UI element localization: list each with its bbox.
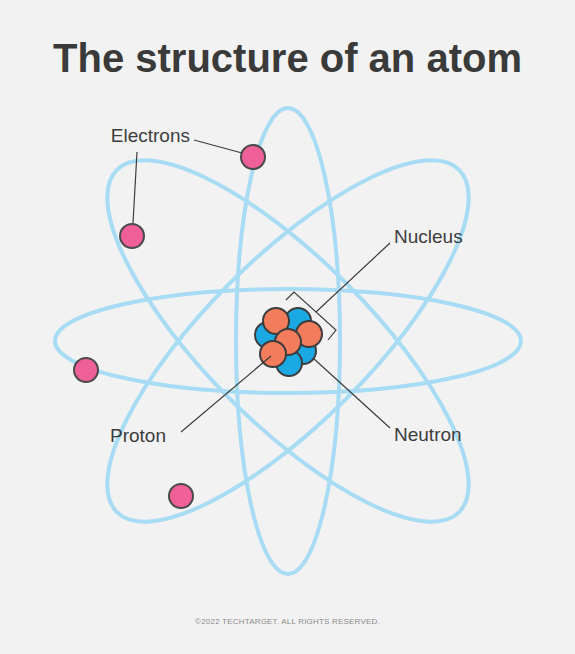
orbit [59, 112, 517, 570]
electron [120, 224, 144, 248]
part-label: Neutron [394, 424, 462, 446]
part-label: Proton [110, 425, 166, 447]
nucleus-cluster [255, 308, 322, 376]
leader-line [316, 243, 390, 312]
part-label: Nucleus [394, 226, 463, 248]
leader-line [181, 356, 271, 432]
orbit [59, 112, 517, 570]
leader-line [133, 152, 137, 223]
proton-ball [260, 341, 286, 367]
nucleus-bracket [286, 292, 336, 340]
electron [241, 145, 265, 169]
electron [74, 358, 98, 382]
part-label: Electrons [111, 125, 190, 147]
orbit [55, 289, 521, 393]
orbit [236, 108, 340, 574]
orbits [55, 108, 521, 574]
leader-lines [133, 140, 390, 432]
electrons [74, 145, 265, 508]
copyright-caption: ©2022 TECHTARGET. ALL RIGHTS RESERVED. [0, 617, 575, 626]
page-title: The structure of an atom [0, 36, 575, 81]
leader-line [194, 140, 242, 153]
electron [169, 484, 193, 508]
leader-line [313, 358, 390, 428]
